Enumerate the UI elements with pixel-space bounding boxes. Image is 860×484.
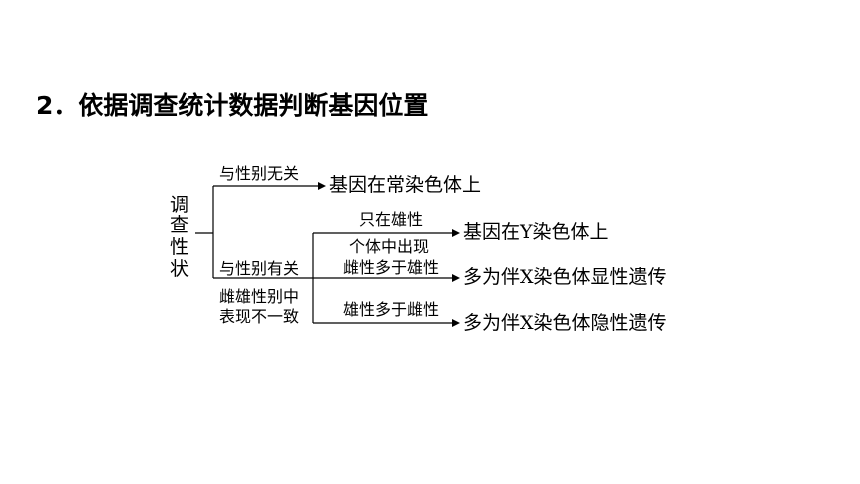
result-y-chromosome: 基因在Y染色体上: [463, 221, 609, 243]
result-autosome: 基因在常染色体上: [329, 174, 482, 196]
page-title: 2．依据调查统计数据判断基因位置: [36, 91, 429, 120]
sub-condition-line: 雌雄性别中: [219, 287, 300, 306]
case-condition: 个体中出现: [349, 237, 430, 256]
arrowhead-case-1: [452, 229, 460, 237]
arrowhead-unrelated: [318, 182, 326, 190]
condition-unrelated: 与性别无关: [219, 164, 300, 183]
root-label-char: 性: [170, 236, 190, 258]
arrowhead-case-2: [452, 274, 460, 282]
root-label-char: 调: [170, 194, 190, 216]
result-x-recessive: 多为伴X染色体隐性遗传: [463, 312, 667, 334]
case-condition: 雄性多于雌性: [343, 300, 440, 319]
arrowhead-case-3: [452, 319, 460, 327]
case-condition: 只在雄性: [359, 210, 424, 229]
condition-related: 与性别有关: [219, 259, 300, 278]
root-label-char: 状: [170, 258, 190, 280]
result-x-dominant: 多为伴X染色体显性遗传: [463, 266, 667, 288]
sub-condition-line: 表现不一致: [219, 307, 300, 326]
root-label-char: 查: [170, 214, 190, 236]
case-condition: 雌性多于雄性: [343, 258, 440, 277]
